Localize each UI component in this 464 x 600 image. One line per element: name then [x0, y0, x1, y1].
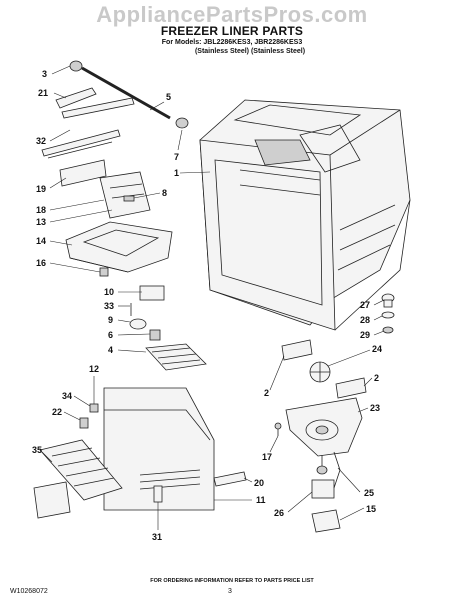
callout-8: 8 — [162, 188, 167, 198]
callout-2-right: 2 — [374, 373, 379, 383]
callout-1: 1 — [174, 168, 179, 178]
drawer-tray — [65, 221, 173, 273]
callout-27: 27 — [360, 300, 370, 310]
callout-22: 22 — [52, 407, 62, 417]
callout-15: 15 — [366, 504, 376, 514]
callout-23: 23 — [370, 403, 380, 413]
callout-18: 18 — [36, 205, 46, 215]
watermark: AppliancePartsPros.com — [96, 2, 368, 27]
callout-25: 25 — [364, 488, 374, 498]
fan-motor — [274, 422, 341, 533]
callout-35: 35 — [32, 445, 42, 455]
callout-14: 14 — [36, 236, 46, 246]
leader-lines — [41, 65, 385, 530]
callout-10: 10 — [104, 287, 114, 297]
model-list: For Models: JBL2286KES3, JBR2286KES3 — [161, 39, 303, 46]
ordering-note: FOR ORDERING INFORMATION REFER TO PARTS … — [150, 578, 314, 584]
slide-rails — [41, 87, 135, 187]
callout-2-left: 2 — [264, 388, 269, 398]
callout-26: 26 — [274, 508, 284, 518]
callout-34: 34 — [62, 391, 72, 401]
document-number: W10268072 — [10, 588, 48, 595]
callout-6: 6 — [108, 330, 113, 340]
callout-19: 19 — [36, 184, 46, 194]
grille-shelf — [145, 343, 207, 371]
callout-11: 11 — [256, 495, 266, 505]
callout-13: 13 — [36, 217, 46, 227]
callout-29: 29 — [360, 330, 370, 340]
shelf-rod — [69, 60, 189, 129]
callout-12: 12 — [89, 364, 99, 374]
callout-16: 16 — [36, 258, 46, 268]
callout-5: 5 — [166, 92, 171, 102]
callout-17: 17 — [262, 452, 272, 462]
callout-labels: 3 21 32 19 18 13 14 16 10 33 9 6 4 5 7 1… — [32, 69, 382, 542]
freezer-liner — [199, 99, 411, 331]
callout-33: 33 — [104, 301, 114, 311]
callout-32: 32 — [36, 136, 46, 146]
side-grille — [33, 403, 247, 519]
callout-20: 20 — [254, 478, 264, 488]
small-hardware — [99, 267, 165, 341]
callout-7: 7 — [174, 152, 179, 162]
callout-24: 24 — [372, 344, 382, 354]
side-bracket — [99, 171, 151, 219]
page-number: 3 — [228, 588, 232, 595]
callout-4: 4 — [108, 345, 113, 355]
callout-9: 9 — [108, 315, 113, 325]
fan-assembly — [281, 339, 367, 457]
page-title: FREEZER LINER PARTS — [160, 24, 304, 38]
lower-panel — [103, 387, 215, 511]
callout-28: 28 — [360, 315, 370, 325]
model-finish: (Stainless Steel) (Stainless Steel) — [194, 48, 306, 55]
callout-21: 21 — [38, 88, 48, 98]
callout-31: 31 — [152, 532, 162, 542]
right-hardware — [381, 293, 395, 334]
callout-3: 3 — [42, 69, 47, 79]
